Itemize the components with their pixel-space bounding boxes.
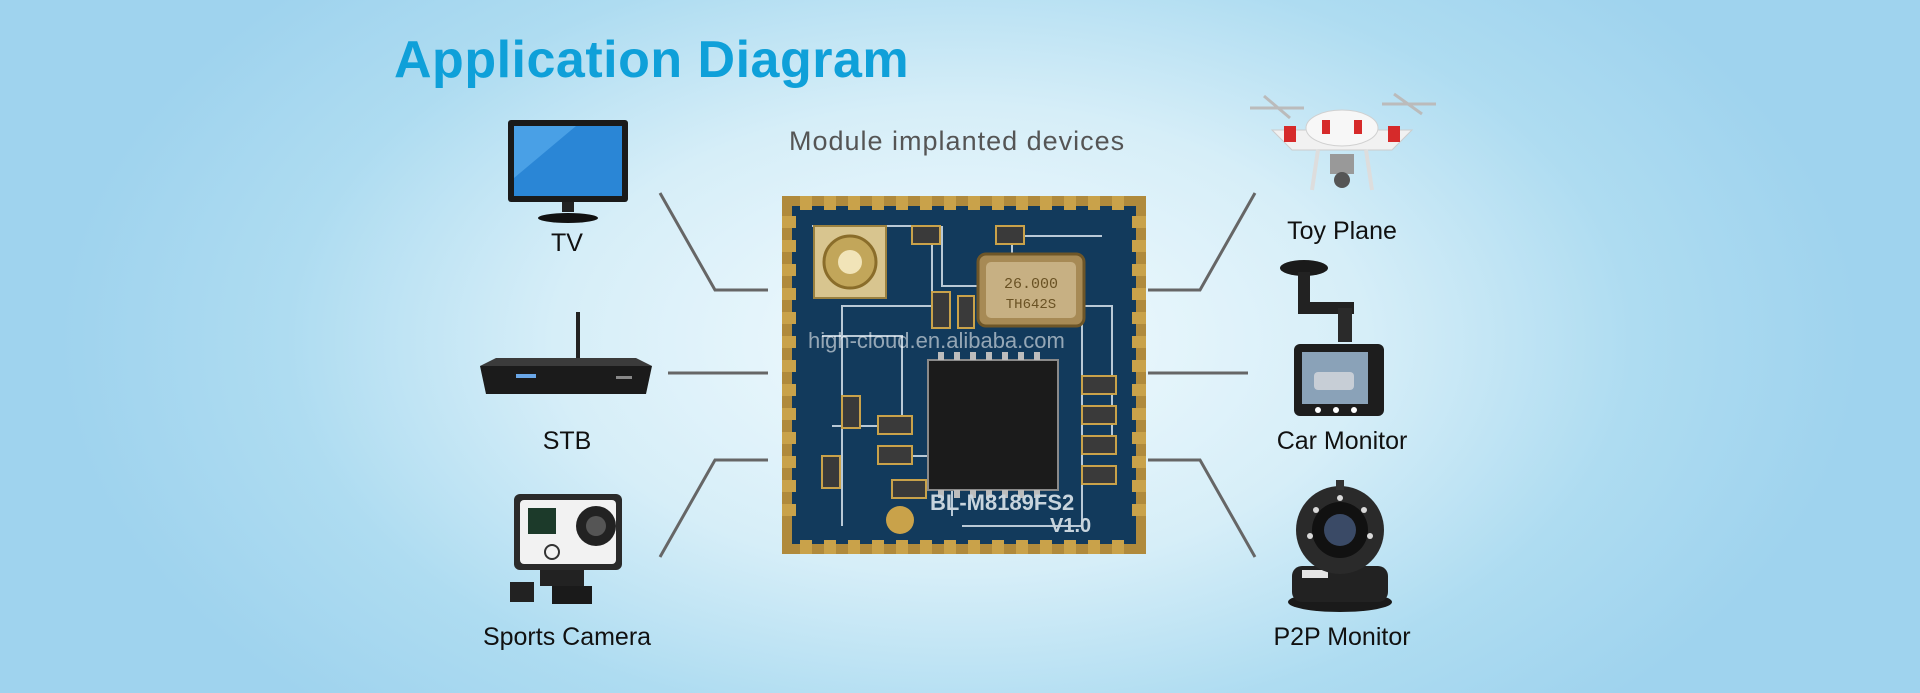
- device-label-car-monitor: Car Monitor: [1276, 427, 1408, 455]
- watermark-text: high-cloud.en.alibaba.com: [808, 328, 1065, 353]
- ip-camera-icon: [1288, 480, 1392, 612]
- part-number-text: BL-M8189FS2: [930, 490, 1074, 515]
- tv-icon: [508, 120, 628, 223]
- diagram-subtitle: Module implanted devices: [789, 126, 1126, 156]
- drone-icon: [1250, 92, 1436, 191]
- device-label-stb: STB: [542, 427, 592, 455]
- device-label-p2p-monitor: P2P Monitor: [1273, 623, 1411, 651]
- sports-camera-icon: [510, 494, 622, 604]
- version-text: V1.0: [1050, 515, 1091, 537]
- set-top-box-icon: [480, 312, 652, 394]
- crystal-frequency-text: 26.000: [1004, 276, 1058, 293]
- dashcam-icon: [1280, 260, 1384, 416]
- device-label-toy-plane: Toy Plane: [1287, 217, 1397, 245]
- wifi-module-icon: 26.000 TH642S BL-M8189FS2 V1.0 high-clou…: [782, 196, 1146, 554]
- device-label-tv: TV: [551, 229, 583, 257]
- page-title: Application Diagram: [394, 31, 910, 89]
- connector-sports-camera: [658, 458, 768, 558]
- crystal-code-text: TH642S: [1006, 297, 1056, 313]
- device-label-sports-camera: Sports Camera: [482, 623, 652, 651]
- connector-toy-plane: [1148, 192, 1257, 292]
- connector-p2p-monitor: [1148, 458, 1257, 558]
- connector-tv: [658, 192, 768, 292]
